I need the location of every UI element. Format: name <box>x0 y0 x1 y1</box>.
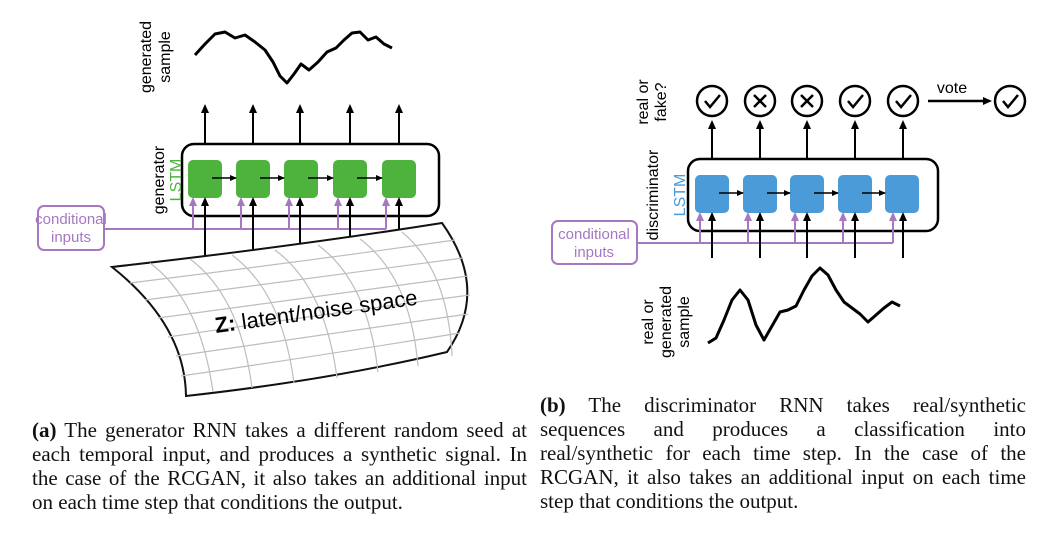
generator-lstm-cell-3 <box>284 160 318 198</box>
generated-sample-label-line1: generated <box>138 21 155 93</box>
latent-space-z: Z: <box>213 310 237 338</box>
diagram-canvas: generated sample generator LSTM <box>35 21 1027 398</box>
discriminator-lstm-cell-5 <box>885 175 919 213</box>
generator-conditional-lines <box>104 197 390 230</box>
generator-lstm-label: LSTM <box>168 159 185 202</box>
caption-b-text: The discriminator RNN takes real/synthet… <box>540 393 1026 513</box>
discriminator-lstm-cell-3 <box>790 175 824 213</box>
panel-a: generated sample generator LSTM <box>35 21 471 398</box>
generated-sample-signal <box>193 30 393 85</box>
generated-sample-label-line2: sample <box>157 31 174 83</box>
check-icon <box>838 84 872 118</box>
discriminator-lstm-cell-1 <box>695 175 729 213</box>
discriminator-lstm-cell-4 <box>838 175 872 213</box>
discriminator-input-arrows <box>708 212 907 258</box>
real-or-fake-label-line1: real or <box>635 79 652 125</box>
real-or-generated-label-line2: generated <box>658 286 675 358</box>
discriminator-conditional-label-line1: conditional <box>558 226 630 243</box>
real-or-generated-label-line1: real or <box>640 299 657 345</box>
check-icon <box>695 84 729 118</box>
vote-icons <box>695 84 1027 118</box>
caption-b: (b) The discriminator RNN takes real/syn… <box>540 393 1026 513</box>
cross-icon <box>743 84 777 118</box>
generator-label: generator <box>151 145 168 214</box>
final-vote-check-icon <box>993 84 1027 118</box>
generator-output-arrows <box>201 104 403 147</box>
discriminator-label: discriminator <box>645 149 662 240</box>
discriminator-lstm-label: LSTM <box>672 174 689 217</box>
discriminator-output-arrows <box>708 120 907 162</box>
latent-space-grid <box>129 231 471 393</box>
caption-a-tag: (a) <box>32 418 57 442</box>
real-or-generated-sample-signal <box>707 266 901 345</box>
cross-icon <box>790 84 824 118</box>
generator-lstm-cells <box>188 160 416 198</box>
generator-lstm-cell-5 <box>382 160 416 198</box>
discriminator-lstm-cells <box>695 175 919 213</box>
generator-conditional-label-line2: inputs <box>51 229 91 246</box>
generator-lstm-cell-2 <box>236 160 270 198</box>
real-or-generated-label-line3: sample <box>676 296 693 348</box>
check-icon <box>886 84 920 118</box>
vote-label: vote <box>937 80 967 97</box>
discriminator-conditional-lines <box>637 212 897 244</box>
generator-lstm-cell-1 <box>188 160 222 198</box>
caption-a: (a) The generator RNN takes a different … <box>32 418 527 514</box>
discriminator-conditional-label-line2: inputs <box>574 244 614 261</box>
discriminator-lstm-cell-2 <box>743 175 777 213</box>
real-or-fake-label-line2: fake? <box>653 82 670 121</box>
caption-a-text: The generator RNN takes a different rand… <box>32 418 527 514</box>
panel-b: real or fake? vote <box>551 79 1027 358</box>
caption-b-tag: (b) <box>540 393 566 417</box>
generator-lstm-cell-4 <box>333 160 367 198</box>
generator-conditional-label-line1: conditional <box>35 211 107 228</box>
